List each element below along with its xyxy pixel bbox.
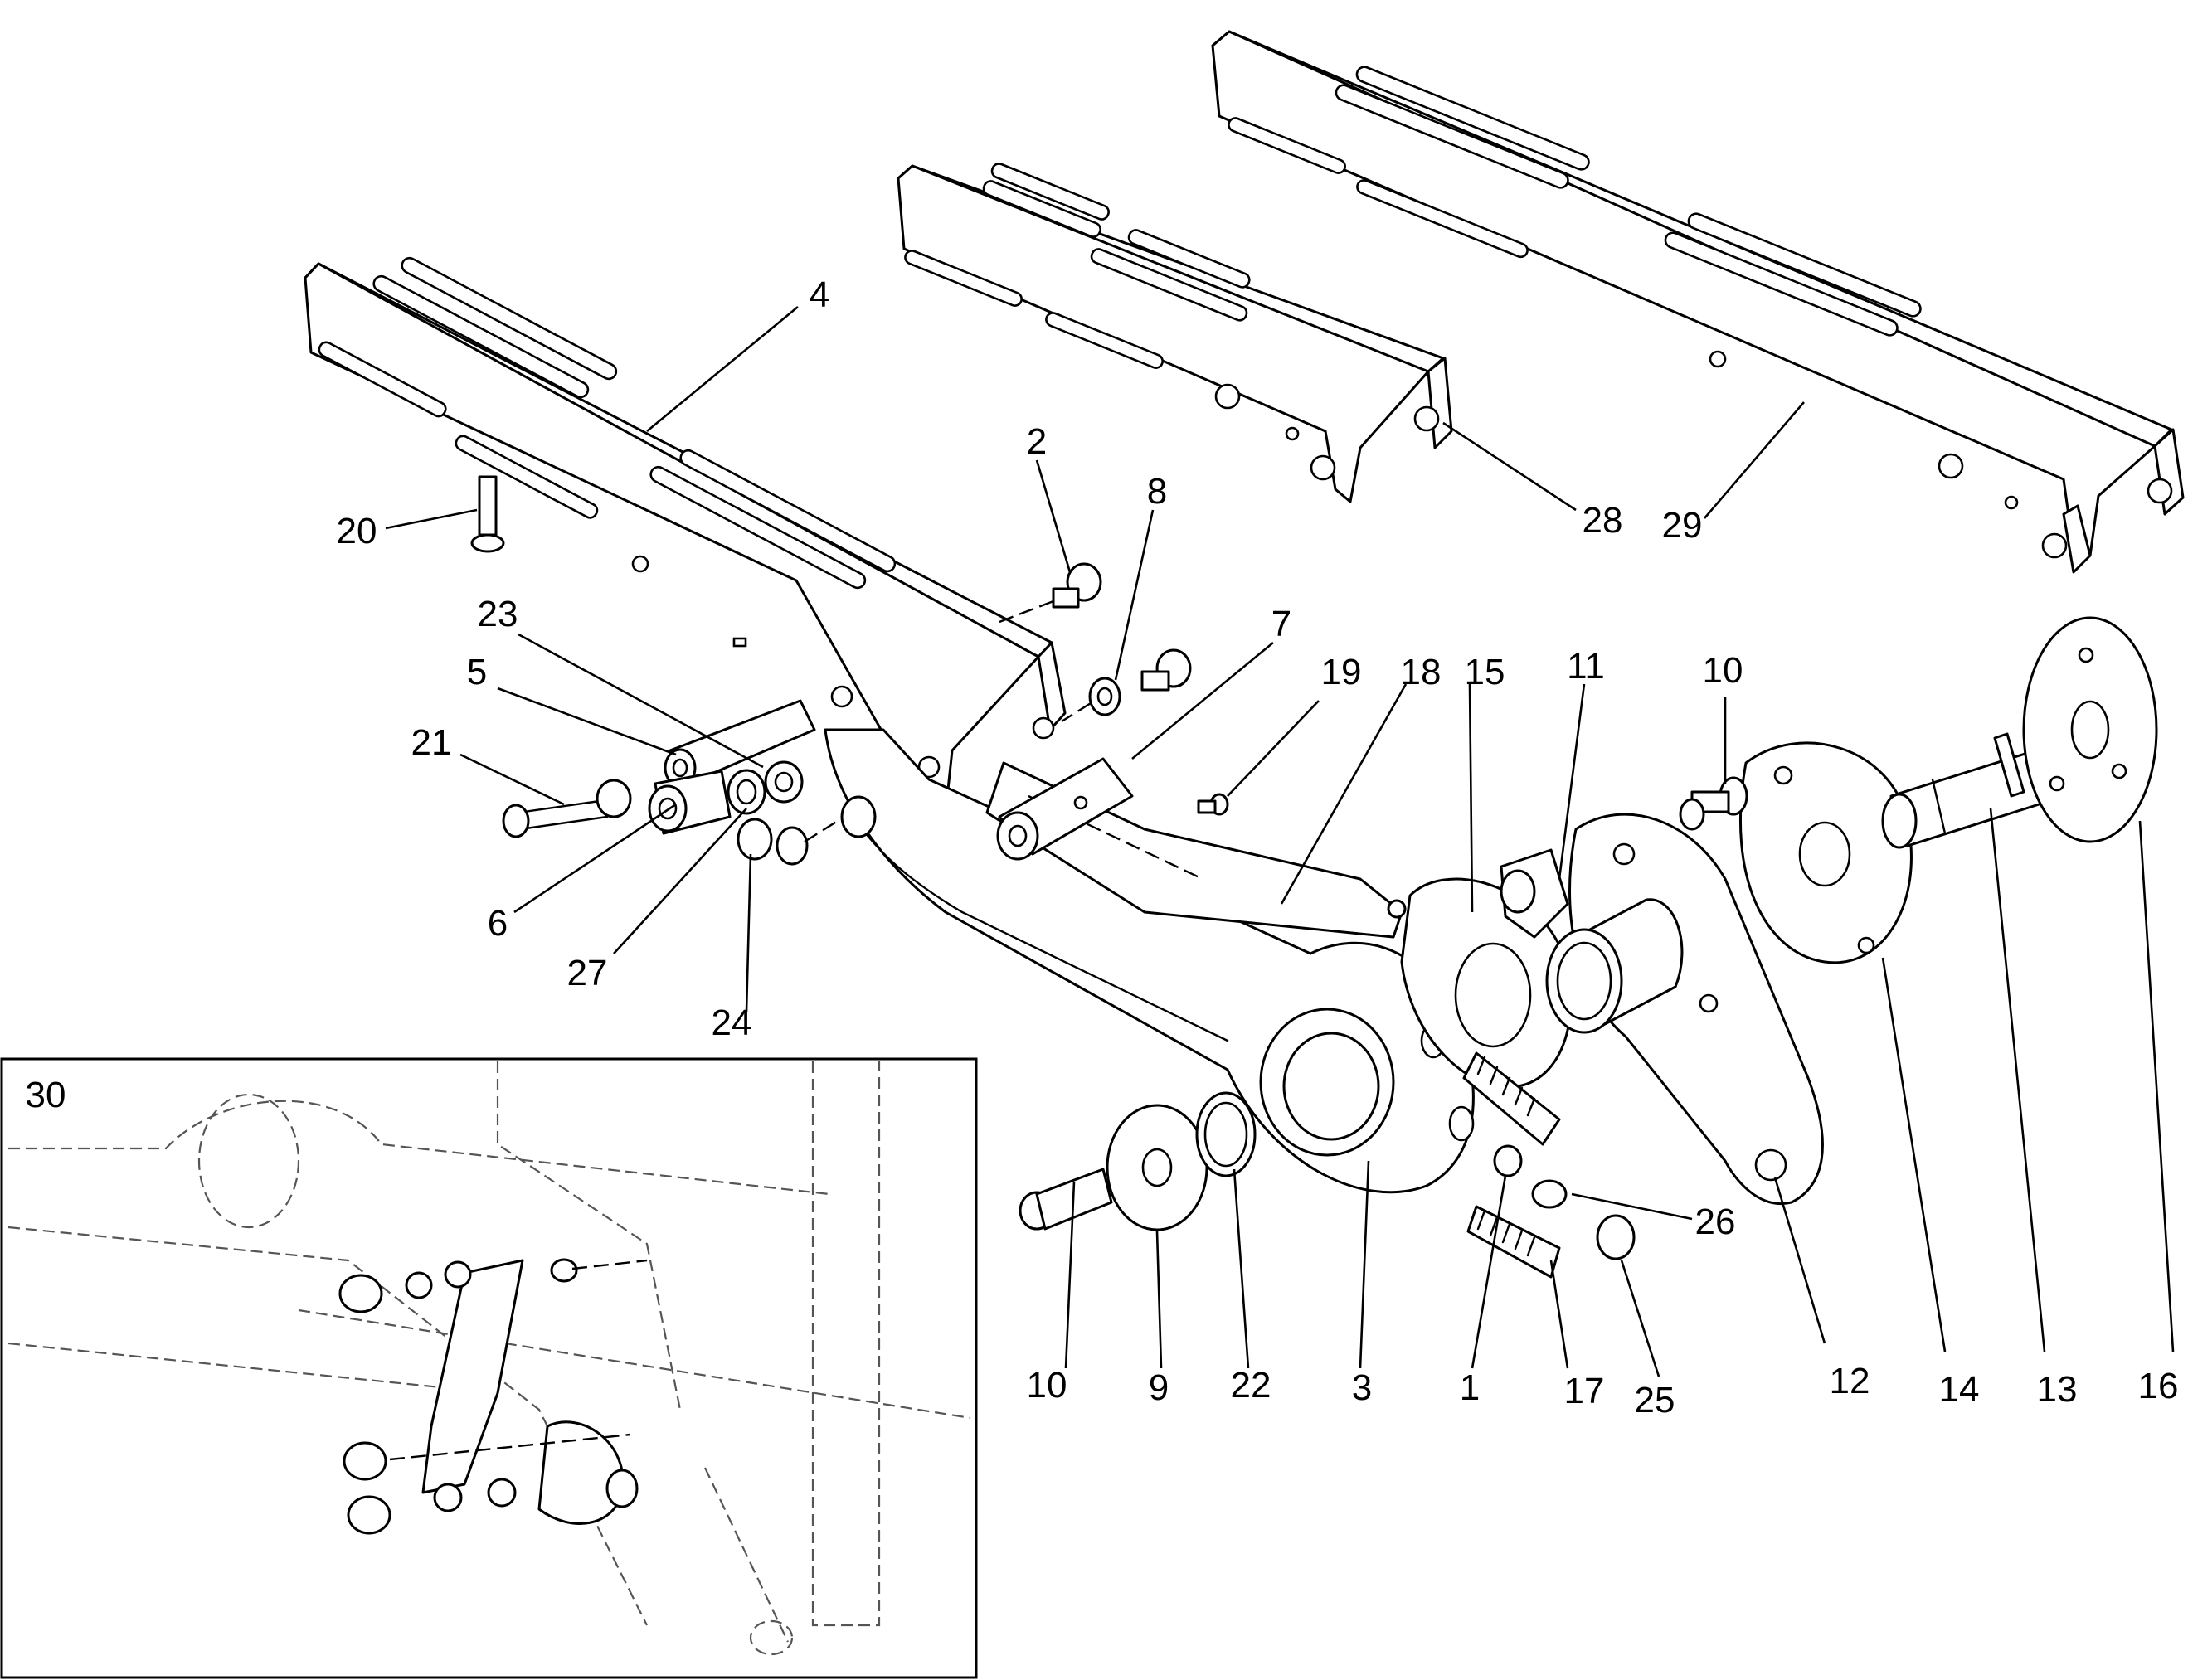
bolt-21 bbox=[502, 779, 632, 838]
tube-7 bbox=[996, 757, 1134, 861]
tube-5 bbox=[664, 699, 816, 788]
callout-12: 12 bbox=[1830, 1361, 1870, 1401]
callout-2: 2 bbox=[1027, 421, 1047, 462]
callout-13: 13 bbox=[2037, 1369, 2078, 1410]
shaft-13 bbox=[1881, 732, 2067, 849]
callout-9: 9 bbox=[1149, 1367, 1169, 1408]
block-6 bbox=[648, 770, 732, 835]
callout-16: 16 bbox=[2138, 1366, 2179, 1406]
bolt-20 bbox=[470, 475, 505, 553]
callout-10-top: 10 bbox=[1703, 650, 1743, 691]
rail-4 bbox=[304, 256, 1067, 814]
bolt-10-top bbox=[1679, 776, 1748, 831]
callout-4: 4 bbox=[810, 274, 829, 315]
callout-15: 15 bbox=[1465, 652, 1505, 692]
screw-2 bbox=[999, 562, 1102, 624]
inset-30 bbox=[0, 1057, 978, 1679]
arm-3 bbox=[824, 728, 1475, 1194]
callout-6: 6 bbox=[488, 903, 508, 944]
callout-30: 30 bbox=[26, 1075, 66, 1115]
callout-28: 28 bbox=[1583, 500, 1623, 541]
ring-22 bbox=[1195, 1091, 1257, 1177]
callout-21: 21 bbox=[411, 722, 452, 763]
spacer-8 bbox=[1061, 648, 1192, 723]
callout-17: 17 bbox=[1564, 1371, 1605, 1411]
callout-10-bottom: 10 bbox=[1027, 1365, 1067, 1406]
spring-17 bbox=[1462, 1051, 1561, 1279]
screw-24 bbox=[737, 795, 877, 866]
callout-18: 18 bbox=[1401, 652, 1442, 692]
nut-23 bbox=[764, 760, 804, 804]
callout-19: 19 bbox=[1321, 652, 1362, 692]
callout-3: 3 bbox=[1352, 1367, 1372, 1408]
callout-5: 5 bbox=[467, 652, 487, 692]
callout-23: 23 bbox=[478, 594, 518, 634]
rail-28 bbox=[897, 163, 1453, 503]
cap-25 bbox=[1596, 1214, 1636, 1260]
callout-22: 22 bbox=[1231, 1365, 1271, 1406]
callout-labels: 4 2 8 20 23 5 21 7 19 18 15 11 10 28 29 … bbox=[26, 274, 2179, 1420]
hub-cylinder bbox=[1545, 898, 1684, 1034]
callout-25: 25 bbox=[1635, 1380, 1675, 1420]
block-11 bbox=[1500, 848, 1569, 939]
callout-11: 11 bbox=[1567, 646, 1605, 687]
callout-8: 8 bbox=[1147, 471, 1167, 512]
rail-29 bbox=[1211, 30, 2185, 574]
leader-lines bbox=[385, 305, 2175, 1377]
callout-1: 1 bbox=[1460, 1367, 1480, 1408]
callout-24: 24 bbox=[712, 1003, 752, 1043]
callout-26: 26 bbox=[1695, 1202, 1736, 1242]
callout-20: 20 bbox=[337, 511, 377, 551]
callout-7: 7 bbox=[1271, 604, 1291, 644]
bolt-10-bottom bbox=[1019, 1168, 1113, 1231]
callout-14: 14 bbox=[1939, 1369, 1980, 1410]
disk-16 bbox=[2022, 616, 2158, 843]
plate-14 bbox=[1738, 741, 1913, 964]
washer-27 bbox=[727, 769, 766, 815]
washer-9 bbox=[1106, 1104, 1208, 1231]
callout-29: 29 bbox=[1662, 505, 1703, 546]
screw-19 bbox=[1197, 793, 1229, 816]
callout-27: 27 bbox=[567, 953, 608, 993]
spring-26 bbox=[1531, 1179, 1568, 1209]
pin-1 bbox=[1493, 1144, 1523, 1177]
